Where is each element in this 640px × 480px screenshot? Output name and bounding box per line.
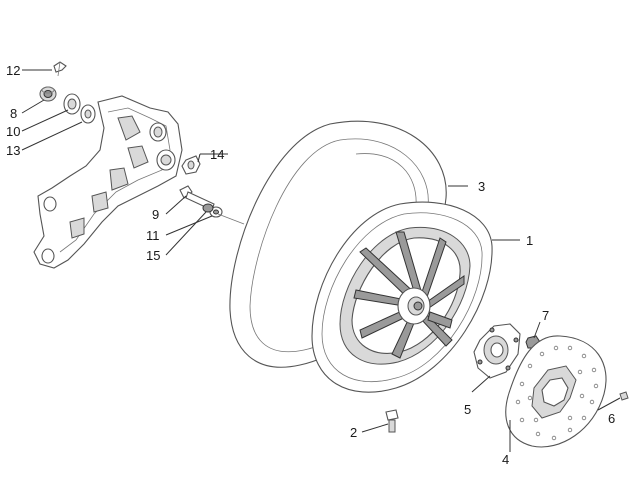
callout-8: 8 bbox=[10, 106, 17, 121]
callout-7: 7 bbox=[542, 308, 549, 323]
seal-part-10 bbox=[63, 93, 81, 115]
clip-part-12 bbox=[53, 61, 67, 77]
disc-holes bbox=[515, 345, 599, 441]
callout-6: 6 bbox=[608, 411, 615, 426]
tyre-part-3 bbox=[229, 120, 447, 368]
hub-flange-part-5 bbox=[473, 323, 521, 379]
callout-11: 11 bbox=[146, 228, 160, 243]
rim-part-1 bbox=[311, 201, 493, 393]
callout-4: 4 bbox=[502, 452, 509, 467]
callout-12: 12 bbox=[6, 63, 20, 78]
callout-2: 2 bbox=[350, 425, 357, 440]
callout-3: 3 bbox=[478, 179, 485, 194]
callout-9: 9 bbox=[152, 207, 159, 222]
callout-10: 10 bbox=[6, 124, 20, 139]
callout-13: 13 bbox=[6, 143, 20, 158]
brake-disc-part-4 bbox=[505, 335, 607, 448]
callout-15: 15 bbox=[146, 248, 160, 263]
callout-5: 5 bbox=[464, 402, 471, 417]
leader-lines bbox=[21, 69, 541, 452]
bolt-part-6 bbox=[597, 391, 629, 411]
axle-centerline bbox=[217, 213, 245, 225]
spacer-part-13 bbox=[80, 104, 96, 124]
bearing-part-8 bbox=[39, 86, 57, 102]
washer-part-15 bbox=[202, 203, 214, 213]
callout-14: 14 bbox=[210, 147, 224, 162]
nut-part-14 bbox=[181, 155, 201, 175]
valve-part-2 bbox=[385, 409, 399, 433]
callout-1: 1 bbox=[526, 233, 533, 248]
swing-arm-bracket bbox=[33, 95, 183, 269]
callout-labels: 12 8 10 13 14 9 11 15 3 1 7 5 6 4 2 bbox=[6, 63, 615, 467]
